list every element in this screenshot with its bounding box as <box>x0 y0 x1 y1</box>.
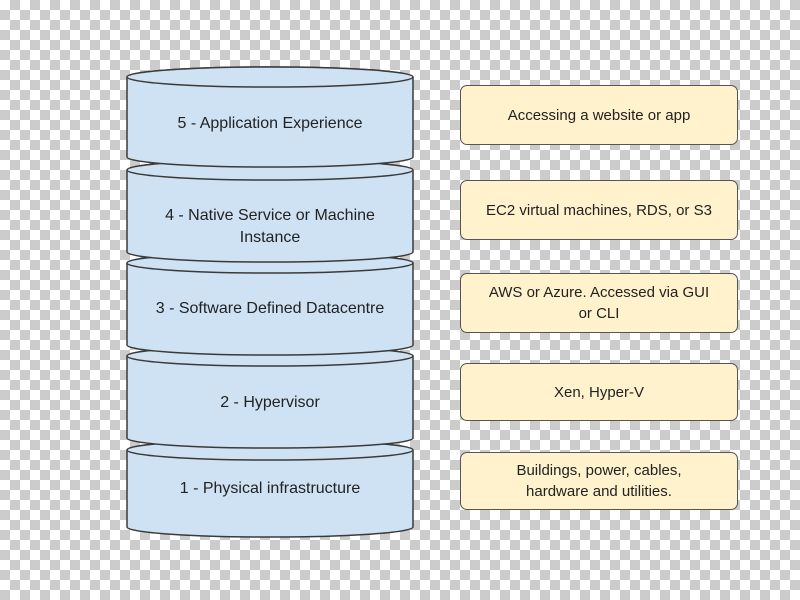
note-text-4: EC2 virtual machines, RDS, or S3 <box>486 201 712 219</box>
layer-label-3: 3 - Software Defined Datacentre <box>155 300 385 317</box>
note-text-1: Buildings, power, cables, hardware and u… <box>516 462 682 500</box>
note-box-1: Buildings, power, cables, hardware and u… <box>460 452 738 510</box>
note-box-5: Accessing a website or app <box>460 85 738 145</box>
note-text-3: AWS or Azure. Accessed via GUI or CLI <box>488 284 710 322</box>
cylinder-top-5 <box>126 66 414 88</box>
layer-label-2: 2 - Hypervisor <box>220 394 320 411</box>
note-box-2: Xen, Hyper-V <box>460 363 738 421</box>
note-box-4: EC2 virtual machines, RDS, or S3 <box>460 180 738 240</box>
cylinder-layer-5 <box>126 66 414 168</box>
note-text-2: Xen, Hyper-V <box>553 383 645 401</box>
note-box-3: AWS or Azure. Accessed via GUI or CLI <box>460 273 738 333</box>
layer-label-1: 1 - Physical infrastructure <box>179 480 361 497</box>
layer-label-4: 4 - Native Service or Machine Instance <box>165 207 375 246</box>
note-text-5: Accessing a website or app <box>507 106 691 124</box>
layer-label-5: 5 - Application Experience <box>177 115 363 132</box>
